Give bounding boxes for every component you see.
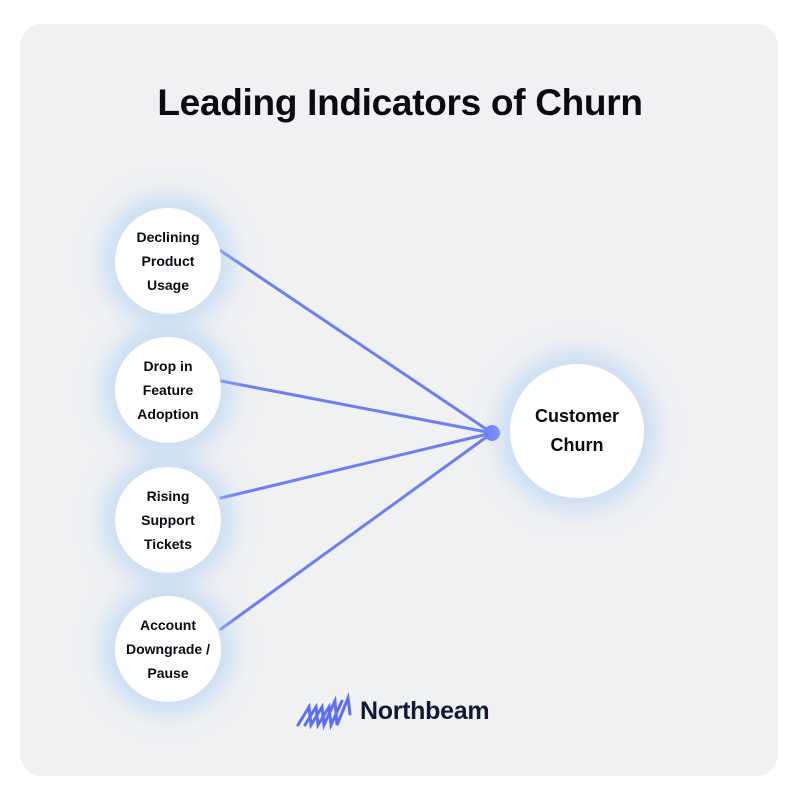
indicator-label: Rising Support Tickets [141,488,195,552]
indicator-label: Account Downgrade / Pause [125,617,210,681]
brand-name: Northbeam [360,696,490,725]
connector-line-support-tickets [219,431,494,500]
indicator-node-support-tickets: Rising Support Tickets [115,467,221,573]
northbeam-logo: Northbeam [296,692,490,730]
diagram-title: Leading Indicators of Churn [157,82,643,123]
indicator-node-feature-adoption: Drop in Feature Adoption [115,337,221,443]
connector-line-feature-adoption [219,379,494,435]
northbeam-logo-icon [296,692,352,730]
indicator-node-declining-usage: Declining Product Usage [115,208,221,314]
connector-line-account-downgrade [219,431,494,631]
indicator-label: Declining Product Usage [136,229,200,293]
indicator-label: Drop in Feature Adoption [137,358,199,422]
convergence-dot [484,425,500,441]
connector-line-declining-usage [219,249,494,435]
indicator-node-account-downgrade: Account Downgrade / Pause [115,596,221,702]
outcome-label: Customer Churn [534,406,619,455]
outcome-node-customer-churn: Customer Churn [510,364,644,498]
